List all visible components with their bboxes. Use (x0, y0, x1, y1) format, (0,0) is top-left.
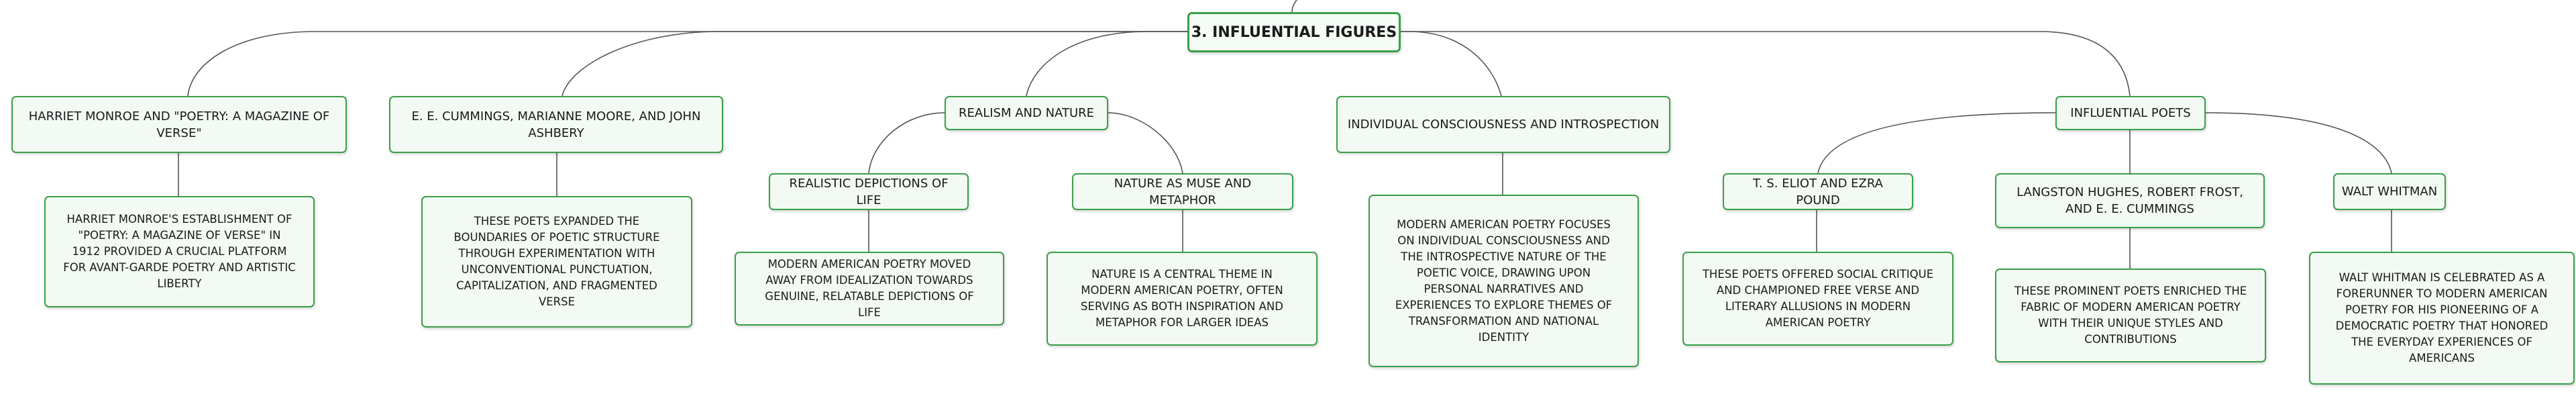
node-label: INDIVIDUAL CONSCIOUSNESS AND INTROSPECTI… (1347, 117, 1660, 132)
node-label: REALISM AND NATURE (959, 106, 1094, 120)
detail-individual-consciousness[interactable]: MODERN AMERICAN POETRY FOCUSES ON INDIVI… (1368, 195, 1639, 367)
node-label: INFLUENTIAL POETS (2070, 106, 2191, 120)
detail-harriet-monroe[interactable]: HARRIET MONROE'S ESTABLISHMENT OF "POETR… (44, 196, 315, 307)
node-label: WALT WHITMAN (2341, 185, 2438, 199)
node-label: HARRIET MONROE AND "POETRY: A MAGAZINE O… (28, 109, 330, 140)
detail-text: MODERN AMERICAN POETRY FOCUSES ON INDIVI… (1395, 217, 1613, 344)
detail-text: NATURE IS A CENTRAL THEME IN MODERN AMER… (1081, 268, 1283, 329)
detail-walt-whitman[interactable]: WALT WHITMAN IS CELEBRATED AS A FORERUNN… (2309, 252, 2575, 385)
detail-nature-as-muse[interactable]: NATURE IS A CENTRAL THEME IN MODERN AMER… (1046, 252, 1318, 346)
node-walt-whitman[interactable]: WALT WHITMAN (2333, 173, 2446, 210)
detail-text: HARRIET MONROE'S ESTABLISHMENT OF "POETR… (63, 213, 296, 290)
node-cummings-moore-ashbery[interactable]: E. E. CUMMINGS, MARIANNE MOORE, AND JOHN… (389, 96, 723, 153)
detail-hughes-frost-cummings[interactable]: THESE PROMINENT POETS ENRICHED THE FABRI… (1995, 268, 2266, 362)
detail-text: THESE PROMINENT POETS ENRICHED THE FABRI… (2014, 285, 2247, 346)
node-label: T. S. ELIOT AND EZRA POUND (1753, 176, 1883, 207)
connector-line (1401, 31, 1502, 97)
node-harriet-monroe[interactable]: HARRIET MONROE AND "POETRY: A MAGAZINE O… (11, 96, 347, 153)
node-realistic-depictions[interactable]: REALISTIC DEPICTIONS OF LIFE (769, 173, 969, 210)
connector-line (1108, 112, 1183, 174)
detail-eliot-pound[interactable]: THESE POETS OFFERED SOCIAL CRITIQUE AND … (1682, 252, 1953, 346)
node-eliot-pound[interactable]: T. S. ELIOT AND EZRA POUND (1723, 173, 1913, 210)
connector-line (868, 112, 945, 174)
node-label: REALISTIC DEPICTIONS OF LIFE (789, 176, 949, 207)
root-label: 3. INFLUENTIAL FIGURES (1191, 23, 1397, 41)
detail-text: WALT WHITMAN IS CELEBRATED AS A FORERUNN… (2335, 271, 2548, 364)
connector-line (1401, 31, 2131, 97)
detail-cummings-moore-ashbery[interactable]: THESE POETS EXPANDED THE BOUNDARIES OF P… (421, 196, 692, 328)
detail-text: MODERN AMERICAN POETRY MOVED AWAY FROM I… (765, 258, 974, 319)
detail-realistic-depictions[interactable]: MODERN AMERICAN POETRY MOVED AWAY FROM I… (735, 252, 1004, 326)
connector-line (1026, 31, 1187, 97)
node-label: NATURE AS MUSE AND METAPHOR (1114, 176, 1252, 207)
connector-line (561, 31, 1187, 97)
node-individual-consciousness[interactable]: INDIVIDUAL CONSCIOUSNESS AND INTROSPECTI… (1336, 96, 1670, 153)
connector-line (187, 31, 1187, 97)
node-influential-poets[interactable]: INFLUENTIAL POETS (2055, 96, 2206, 130)
node-label: LANGSTON HUGHES, ROBERT FROST, AND E. E.… (2017, 185, 2243, 216)
node-realism-and-nature[interactable]: REALISM AND NATURE (945, 96, 1108, 130)
connector-line (1291, 0, 1297, 13)
connector-line (2205, 112, 2392, 174)
node-hughes-frost-cummings[interactable]: LANGSTON HUGHES, ROBERT FROST, AND E. E.… (1995, 173, 2265, 228)
node-label: E. E. CUMMINGS, MARIANNE MOORE, AND JOHN… (411, 109, 701, 140)
connector-line (1817, 112, 2056, 174)
node-nature-as-muse[interactable]: NATURE AS MUSE AND METAPHOR (1072, 173, 1293, 210)
detail-text: THESE POETS OFFERED SOCIAL CRITIQUE AND … (1702, 268, 1934, 329)
root-node[interactable]: 3. INFLUENTIAL FIGURES (1187, 12, 1401, 52)
detail-text: THESE POETS EXPANDED THE BOUNDARIES OF P… (453, 215, 660, 308)
